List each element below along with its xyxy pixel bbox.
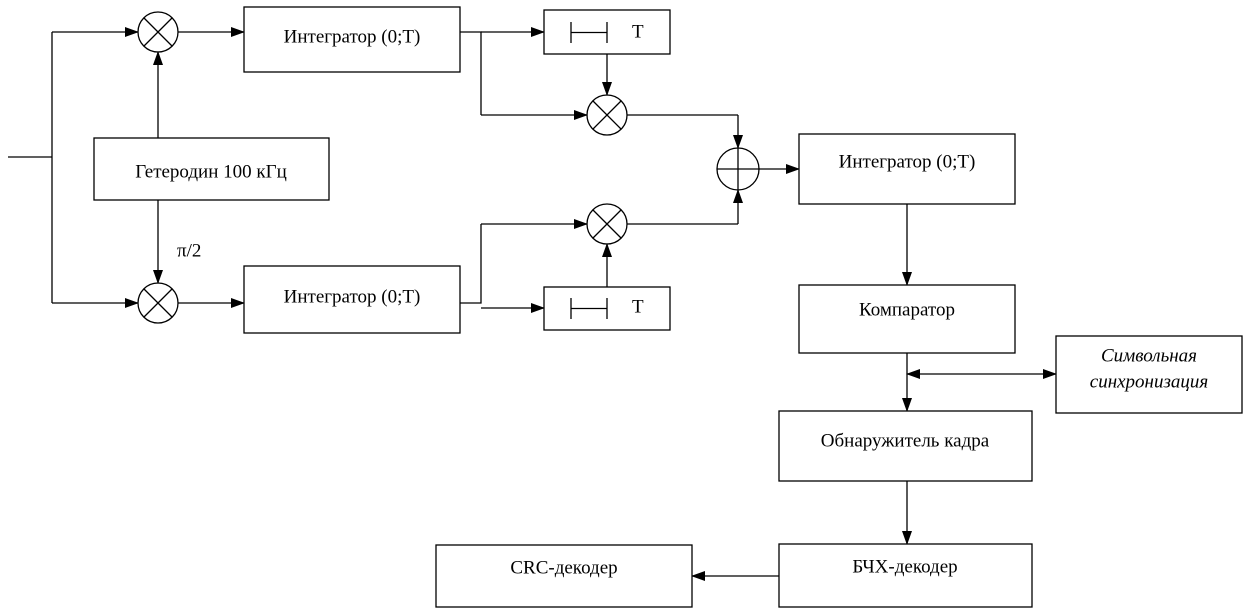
symbol-sync-block: Символьная синхронизация — [1055, 335, 1243, 414]
integrator-sum-block: Интегратор (0;T) — [798, 133, 1016, 205]
integrator-top-block: Интегратор (0;T) — [243, 6, 461, 73]
multiplier-top — [586, 94, 628, 136]
delay-bottom-block: T — [543, 286, 671, 331]
delay-bottom-label: T — [632, 296, 644, 317]
frame-detector-label: Обнаружитель кадра — [821, 430, 990, 451]
symbol-sync-label-line1: Символьная — [1101, 345, 1197, 366]
delay-top-label: T — [632, 21, 644, 42]
multiplier-bottom — [586, 203, 628, 245]
delay-top-block: T — [543, 9, 671, 55]
crc-decoder-label: CRC-декодер — [510, 557, 617, 578]
summer-icon — [716, 147, 760, 191]
bch-decoder-label: БЧХ-декодер — [852, 556, 957, 577]
phase-shift-label: π/2 — [177, 240, 201, 261]
comparator-block: Компаратор — [798, 284, 1016, 354]
frame-detector-block: Обнаружитель кадра — [778, 410, 1033, 482]
crc-decoder-block: CRC-декодер — [435, 544, 693, 608]
integrator-top-label: Интегратор (0;T) — [284, 26, 421, 47]
heterodyne-label: Гетеродин 100 кГц — [135, 161, 287, 182]
integrator-sum-label: Интегратор (0;T) — [839, 151, 976, 172]
bch-decoder-block: БЧХ-декодер — [778, 543, 1033, 608]
mixer-top — [137, 11, 179, 53]
integrator-bottom-label: Интегратор (0;T) — [284, 286, 421, 307]
integrator-bottom-block: Интегратор (0;T) — [243, 265, 461, 334]
comparator-label: Компаратор — [859, 299, 955, 320]
heterodyne-block: Гетеродин 100 кГц — [93, 137, 330, 201]
symbol-sync-label-line2: синхронизация — [1090, 371, 1208, 392]
input-connections — [8, 27, 139, 308]
mixer-bottom — [137, 282, 179, 324]
